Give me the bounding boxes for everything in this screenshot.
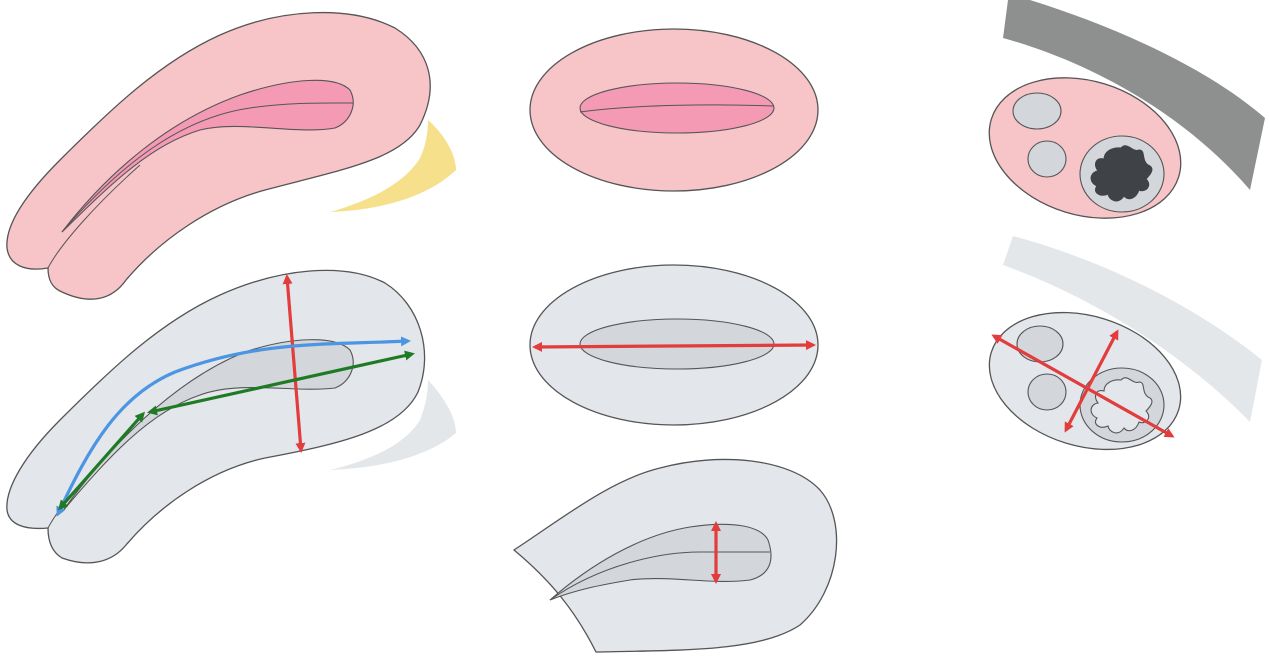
gray-transverse-view [530, 265, 818, 425]
pink-longitudinal-view [7, 13, 456, 300]
gray-cyst-bottom-2 [1028, 374, 1066, 410]
red-width-arrow [535, 345, 813, 347]
gray-partial-longitudinal-view [514, 459, 837, 652]
gray-cyst-top-2 [1017, 326, 1063, 362]
gray-cyst-top [1013, 93, 1061, 129]
gray-hook-tissue [7, 270, 425, 562]
pink-oval-lumen [580, 83, 774, 133]
pink-hook-tissue [7, 13, 430, 300]
pink-cross-section-detail [972, 0, 1265, 241]
gray-cross-section-detail [972, 236, 1262, 472]
gray-cyst-bottom [1028, 141, 1066, 177]
gray-longitudinal-view [7, 270, 456, 562]
pink-transverse-view [530, 29, 818, 191]
